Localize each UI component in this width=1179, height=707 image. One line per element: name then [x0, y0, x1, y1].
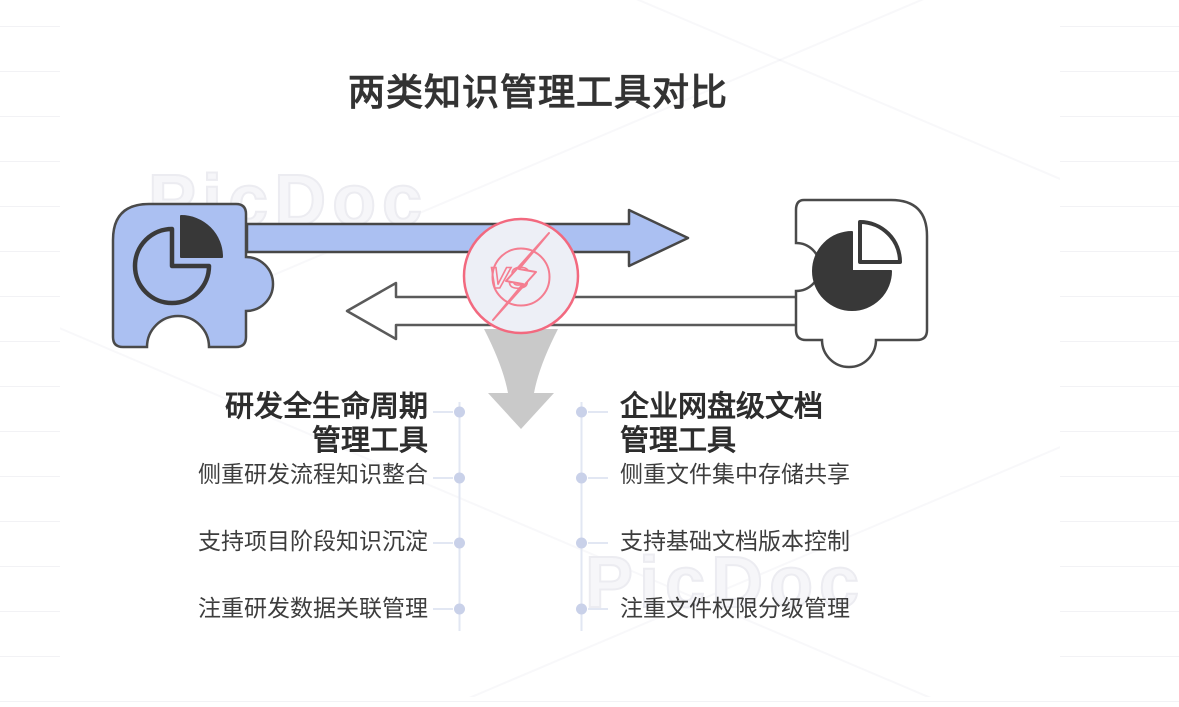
connector-dots — [454, 406, 587, 615]
brand-watermark: PicDoc — [584, 542, 866, 624]
left-tool-subtitle: 侧重研发流程知识整合 — [198, 461, 428, 487]
left-tool-item: 注重研发数据关联管理 — [198, 595, 428, 621]
right-tool-item: 注重文件权限分级管理 — [620, 595, 850, 621]
left-tool-heading: 研发全生命周期 管理工具 — [128, 390, 428, 458]
right-tool-heading: 企业网盘级文档 管理工具 — [620, 390, 950, 458]
left-tool-item: 支持项目阶段知识沉淀 — [198, 528, 428, 554]
left-tool-heading-line1: 研发全生命周期 — [224, 391, 428, 423]
page-title: 两类知识管理工具对比 — [348, 72, 728, 113]
arrow-right-icon — [245, 208, 690, 268]
connector-spines — [433, 402, 608, 631]
arrow-left-icon — [345, 281, 814, 341]
right-tool-heading-line1: 企业网盘级文档 — [620, 391, 824, 423]
right-tool-item: 支持基础文档版本控制 — [620, 528, 850, 554]
right-tool-subtitle: 侧重文件集中存储共享 — [620, 461, 850, 487]
left-tool-heading-line2: 管理工具 — [311, 425, 428, 457]
pie-chart-dark-icon — [812, 231, 892, 311]
right-tool-heading-line2: 管理工具 — [620, 425, 737, 457]
pie-quarter-dark-icon — [180, 215, 223, 258]
lightning-bolt-icon — [492, 232, 550, 321]
funnel-down-arrow-icon — [484, 329, 558, 429]
pie-chart-outline-icon — [132, 226, 212, 306]
left-puzzle-piece-icon — [111, 202, 275, 349]
pie-quarter-outline-icon — [858, 220, 902, 264]
vs-badge: VS — [462, 217, 580, 335]
artboard — [60, 0, 1060, 697]
